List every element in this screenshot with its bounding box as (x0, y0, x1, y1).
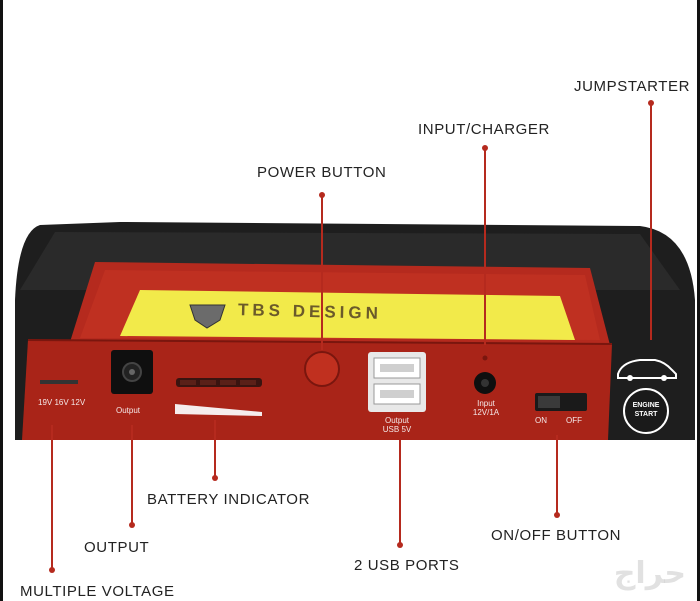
input-label-line-1: Input (477, 399, 495, 408)
callout-dots (49, 100, 654, 573)
usb-label-line-1: Output (384, 416, 409, 425)
input-label: Input 12V/1A (470, 399, 502, 417)
voltage-label: 19V 16V 12V (38, 398, 86, 407)
input-label-line-2: 12V/1A (472, 408, 500, 417)
brand-text: TBS DESIGN (237, 300, 383, 323)
callout-multiple-voltage: MULTIPLE VOLTAGE (20, 583, 175, 600)
callout-usb-ports: 2 USB PORTS (354, 557, 460, 574)
callout-power-button: POWER BUTTON (257, 164, 387, 181)
callout-lines (51, 103, 652, 570)
engine-start-badge (623, 388, 669, 434)
frame-edge-left (0, 0, 3, 601)
callout-input-charger: INPUT/CHARGER (418, 121, 550, 138)
engine-start-label: ENGINE START (628, 401, 664, 419)
flashlight-lens (175, 404, 262, 416)
engine-start-line-1: ENGINE (632, 402, 660, 409)
switch-off-label: OFF (566, 416, 582, 425)
callout-on-off-button: ON/OFF BUTTON (491, 527, 622, 544)
callout-output: OUTPUT (84, 539, 150, 556)
brand-shield-icon (189, 304, 226, 329)
voltage-indicator (40, 380, 78, 384)
usb-label-line-2: USB 5V (382, 425, 412, 434)
engine-start-line-2: START (634, 411, 658, 418)
switch-on-label: ON (535, 416, 547, 425)
callout-battery-indicator: BATTERY INDICATOR (147, 491, 311, 508)
power-button-knob (304, 351, 340, 387)
callout-jumpstarter: JUMPSTARTER (574, 78, 691, 95)
device-red-front (22, 340, 612, 440)
frame-edge-right (697, 0, 700, 601)
output-label: Output (116, 406, 141, 415)
car-icon (617, 359, 677, 379)
usb-label: Output USB 5V (380, 416, 414, 434)
yellow-label-panel (120, 290, 575, 340)
watermark-logo: حراج (613, 556, 686, 591)
